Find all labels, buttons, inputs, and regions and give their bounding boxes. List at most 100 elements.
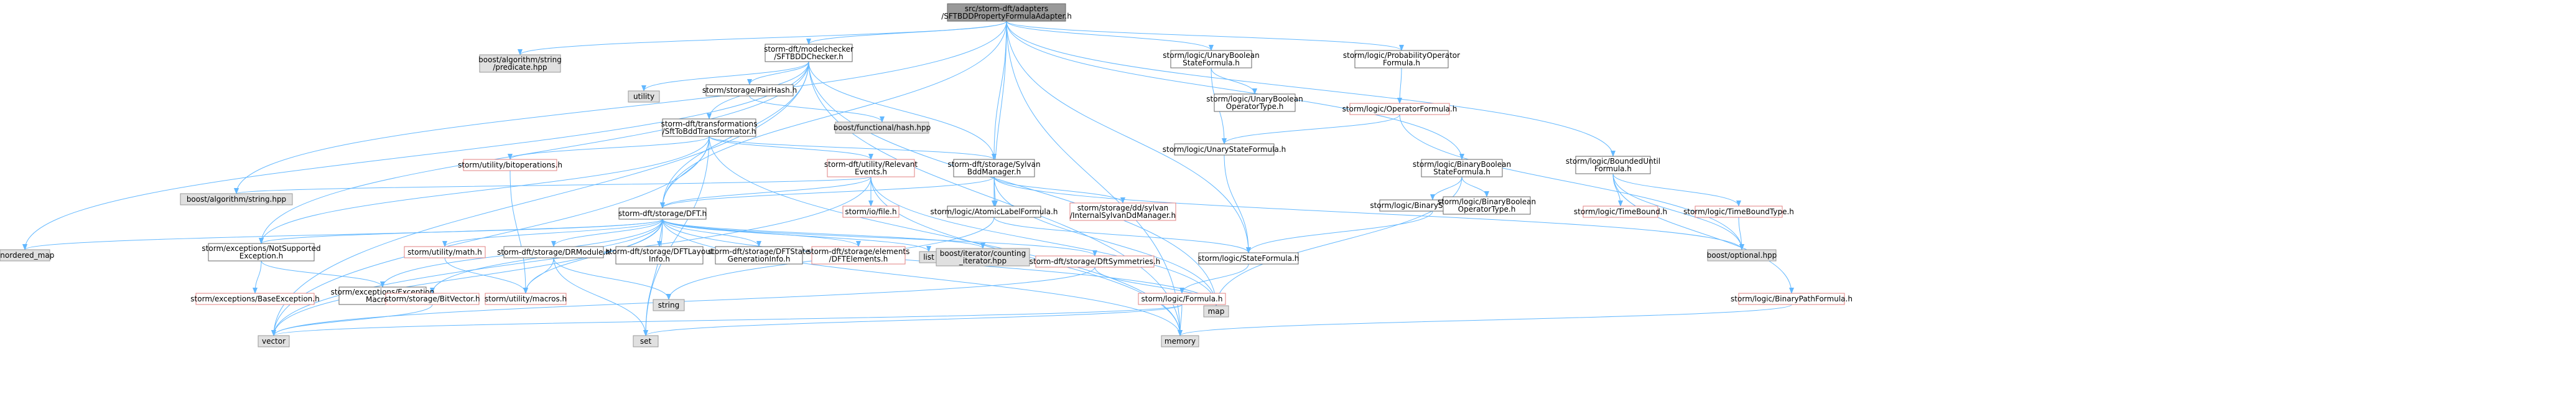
node-root-label-1: /SFTBDDPropertyFormulaAdapter.h	[941, 12, 1072, 21]
edge-unary_state-to-state_formula	[1224, 154, 1251, 253]
edge-bounded_until-to-time_bound_type	[1612, 173, 1741, 207]
node-transformations[interactable]: storm-dft/transformations/SftToBddTransf…	[661, 118, 758, 137]
edge-bounded_until-to-binary_path	[1612, 173, 1794, 294]
edge-bounded_until-to-time_bound	[1612, 173, 1623, 207]
edge-modelchecker-to-sylvan_bdd	[808, 61, 997, 160]
node-bitvector-label-0: storm/storage/BitVector.h	[384, 295, 480, 303]
node-dft_h[interactable]: storm-dft/storage/DFT.h	[618, 207, 707, 220]
node-utility_math[interactable]: storm/utility/math.h	[404, 246, 486, 258]
node-probability_op-label-0: storm/logic/ProbabilityOperator	[1343, 51, 1460, 60]
node-map-label-0: map	[1208, 307, 1225, 316]
node-probability_op-label-1: Formula.h	[1383, 59, 1420, 67]
node-bitvector[interactable]: storm/storage/BitVector.h	[384, 293, 480, 305]
node-unordered_map-label-0: unordered_map	[0, 251, 54, 260]
edge-sylvan_bdd-to-map	[993, 176, 1219, 306]
node-internal_sylvan[interactable]: storm/storage/dd/sylvan/InternalSylvanDd…	[1069, 202, 1176, 221]
node-binary_bool_optype-label-1: OperatorType.h	[1458, 205, 1516, 214]
node-bounded_until-label-1: Formula.h	[1594, 164, 1632, 173]
node-sylvan_bdd-label-1: BddManager.h	[967, 168, 1021, 176]
node-binary_path[interactable]: storm/logic/BinaryPathFormula.h	[1731, 293, 1853, 305]
node-time_bound-label-0: storm/logic/TimeBound.h	[1574, 207, 1667, 216]
edge-logic_formula-to-set	[643, 304, 1183, 336]
node-boost_counting-label-0: boost/iterator/counting	[940, 249, 1026, 258]
node-dft_symmetries-label-0: storm-dft/storage/DftSymmetries.h	[1030, 257, 1161, 266]
edge-modelchecker-to-vector	[271, 61, 809, 336]
node-set-box	[633, 335, 659, 347]
node-time_bound[interactable]: storm/logic/TimeBound.h	[1574, 205, 1667, 218]
node-boost_algo_predicate-label-0: boost/algorithm/string	[478, 55, 562, 64]
edge-bounded_until-to-boost_optional	[1612, 173, 1744, 250]
node-dft_elements[interactable]: storm-dft/storage/elements/DFTElements.h	[807, 246, 910, 265]
edge-dft_h-to-dft_state_gen	[662, 219, 761, 247]
edge-root-to-bounded_until	[1006, 21, 1616, 157]
node-base_exception[interactable]: storm/exceptions/BaseException.h	[190, 293, 320, 305]
node-unary_state[interactable]: storm/logic/UnaryStateFormula.h	[1163, 143, 1286, 156]
edge-utility_math-to-utility_macros	[444, 257, 528, 294]
node-boost_algo_predicate-box	[479, 54, 561, 73]
node-io_file[interactable]: storm/io/file.h	[842, 205, 900, 218]
node-atomic_label-label-0: storm/logic/AtomicLabelFormula.h	[930, 207, 1058, 216]
edge-pairhash-to-functional_hash	[749, 95, 885, 123]
node-dft_layout-label-0: storm-dft/storage/DFTLayout	[605, 247, 713, 256]
node-not_supported-label-1: Exception.h	[239, 252, 283, 260]
node-map: map	[1203, 305, 1229, 318]
edge-dft_h-to-not_supported	[259, 219, 663, 244]
node-logic_formula[interactable]: storm/logic/Formula.h	[1138, 293, 1226, 305]
edge-operator_formula-to-boost_optional	[1399, 114, 1744, 250]
edge-operator_formula-to-unary_state	[1222, 114, 1400, 144]
node-internal_sylvan-label-0: storm/storage/dd/sylvan	[1077, 204, 1168, 212]
node-sylvan_bdd-label-0: storm-dft/storage/Sylvan	[947, 160, 1040, 169]
node-time_bound_type[interactable]: storm/logic/TimeBoundType.h	[1683, 205, 1794, 218]
node-bitoperations[interactable]: storm/utility/bitoperations.h	[458, 159, 562, 171]
node-dft_symmetries[interactable]: storm-dft/storage/DftSymmetries.h	[1030, 255, 1161, 268]
node-io_file-label-0: storm/io/file.h	[845, 207, 896, 216]
edge-binary_bool_state-to-binary_state	[1430, 176, 1462, 201]
edge-root-to-state_formula	[1006, 21, 1251, 253]
node-modelchecker[interactable]: storm-dft/modelchecker/SFTBDDChecker.h	[764, 44, 853, 62]
node-atomic_label[interactable]: storm/logic/AtomicLabelFormula.h	[930, 205, 1058, 218]
edge-modelchecker-to-not_supported	[259, 61, 809, 244]
node-dft_state_gen[interactable]: storm-dft/storage/DFTStateGenerationInfo…	[708, 246, 810, 265]
node-string: string	[653, 299, 685, 311]
edge-transformations-to-relevant_events	[709, 136, 873, 160]
node-dft_elements-label-0: storm-dft/storage/elements	[807, 247, 910, 256]
node-dft_layout-label-1: Info.h	[649, 255, 670, 263]
edge-sylvan_bdd-to-dft_h	[660, 176, 995, 209]
node-pairhash[interactable]: storm/storage/PairHash.h	[702, 84, 797, 97]
node-operator_formula[interactable]: storm/logic/OperatorFormula.h	[1342, 103, 1458, 115]
node-vector: vector	[258, 335, 290, 347]
node-dft_state_gen-label-0: storm-dft/storage/DFTState	[708, 247, 810, 256]
node-state_formula-box	[1198, 252, 1299, 265]
node-list: list	[919, 251, 939, 263]
node-pairhash-box	[705, 84, 794, 97]
node-vector-box	[258, 335, 290, 347]
node-unary_bool_optype-label-1: OperatorType.h	[1226, 102, 1284, 111]
node-state_formula[interactable]: storm/logic/StateFormula.h	[1198, 252, 1300, 265]
edge-modelchecker-to-map	[808, 61, 1219, 306]
node-memory-label-0: memory	[1165, 337, 1196, 346]
node-utility_macros[interactable]: storm/utility/macros.h	[485, 293, 567, 305]
edge-dft_h-to-boost_counting	[662, 219, 985, 249]
node-string-box	[653, 299, 685, 311]
node-root-box	[947, 3, 1066, 22]
edge-modelchecker-to-utility	[641, 61, 809, 92]
node-drmodule[interactable]: storm-dft/storage/DRModule.h	[497, 246, 610, 258]
node-unary_bool_state-label-1: StateFormula.h	[1183, 59, 1240, 67]
node-pairhash-label-0: storm/storage/PairHash.h	[702, 86, 797, 95]
edge-root-to-boost_algo_string	[234, 21, 1007, 194]
node-binary_bool_state-box	[1421, 159, 1503, 177]
node-dft_state_gen-box	[715, 246, 803, 265]
node-io_file-box	[842, 205, 900, 218]
node-set: set	[633, 335, 659, 347]
edge-drmodule-to-utility_macros	[523, 257, 554, 294]
